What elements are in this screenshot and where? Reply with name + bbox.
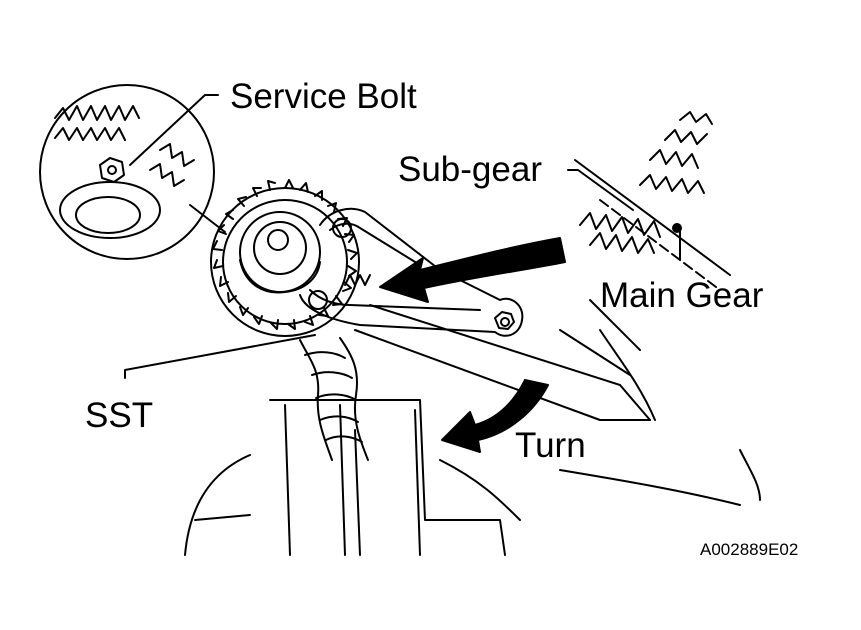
service-bolt-label: Service Bolt (230, 77, 417, 116)
camshaft-gear (210, 179, 360, 337)
gear-tooth-detail (574, 111, 731, 291)
leader-lines (124, 94, 681, 379)
turn-arrow-upper (379, 237, 566, 303)
sst-handle (354, 304, 651, 421)
rotation-arrows (379, 237, 566, 453)
turn-label: Turn (515, 426, 586, 465)
turn-arrow-lower (441, 379, 549, 453)
sub-gear-label: Sub-gear (398, 150, 542, 189)
sst-tool (299, 207, 524, 337)
sst-label: SST (85, 396, 154, 435)
camshaft (299, 337, 369, 461)
main-gear-label: Main Gear (600, 276, 764, 315)
figure-code: A002889E02 (700, 540, 799, 559)
service-bolt-inset (39, 84, 226, 260)
engine-housing (184, 299, 761, 556)
